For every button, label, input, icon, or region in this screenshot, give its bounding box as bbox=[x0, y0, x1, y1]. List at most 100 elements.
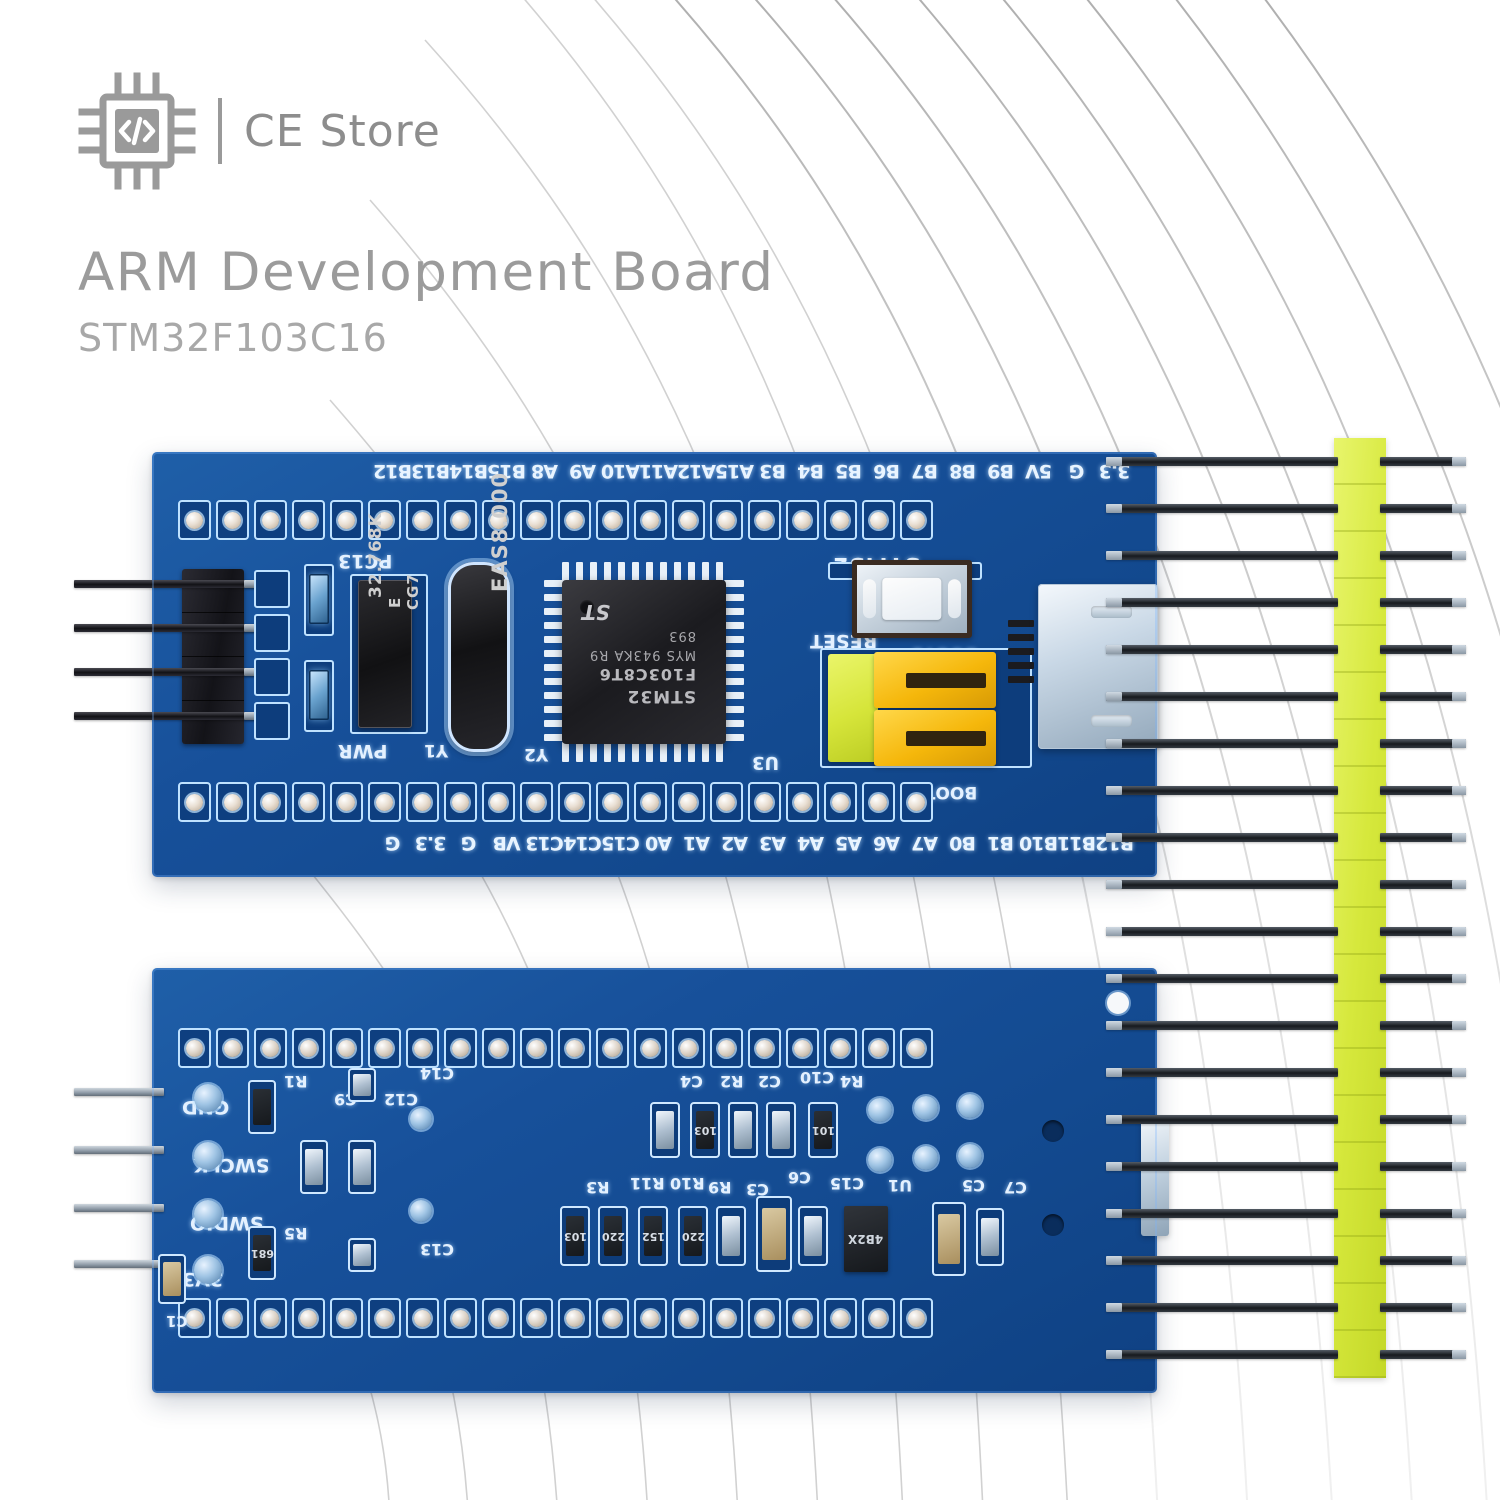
pin-pad[interactable] bbox=[634, 1298, 667, 1338]
pin-pad[interactable] bbox=[862, 782, 895, 822]
pin-pad[interactable] bbox=[482, 782, 515, 822]
pin-pad[interactable] bbox=[634, 1028, 667, 1068]
pin-pad[interactable] bbox=[444, 1298, 477, 1338]
pad-hole bbox=[490, 1309, 507, 1327]
micro-usb-port[interactable] bbox=[1038, 584, 1158, 749]
pin-pad[interactable] bbox=[406, 500, 439, 540]
pin-pad[interactable] bbox=[786, 1298, 819, 1338]
pin-pad[interactable] bbox=[520, 1028, 553, 1068]
pin-pad[interactable] bbox=[786, 500, 819, 540]
header-pin-long bbox=[1106, 833, 1338, 842]
pin-pad[interactable] bbox=[216, 782, 249, 822]
pad-hole bbox=[338, 511, 355, 529]
pin-pad[interactable] bbox=[482, 500, 515, 540]
pin-pad[interactable] bbox=[292, 782, 325, 822]
page-title: ARM Development Board bbox=[78, 242, 775, 303]
pin-pad[interactable] bbox=[178, 500, 211, 540]
pin-pad[interactable] bbox=[292, 1298, 325, 1338]
pin-pad[interactable] bbox=[520, 782, 553, 822]
swd-pad-1 bbox=[254, 570, 290, 608]
reset-button[interactable] bbox=[852, 560, 972, 638]
pin-pad[interactable] bbox=[596, 1298, 629, 1338]
pin-pad[interactable] bbox=[482, 1028, 515, 1068]
pin-pad[interactable] bbox=[254, 500, 287, 540]
pin-pad[interactable] bbox=[330, 500, 363, 540]
pin-pad[interactable] bbox=[824, 1028, 857, 1068]
pin-pad[interactable] bbox=[406, 782, 439, 822]
back-top-pad-row[interactable] bbox=[178, 1028, 938, 1068]
pin-pad[interactable] bbox=[596, 1028, 629, 1068]
pin-pad[interactable] bbox=[672, 1298, 705, 1338]
back-bottom-pad-row[interactable] bbox=[178, 1298, 938, 1338]
pin-pad[interactable] bbox=[254, 1298, 287, 1338]
pin-pad[interactable] bbox=[406, 1298, 439, 1338]
pin-pad[interactable] bbox=[824, 1298, 857, 1338]
pin-pad[interactable] bbox=[444, 500, 477, 540]
pin-pad[interactable] bbox=[862, 1298, 895, 1338]
pin-pad[interactable] bbox=[824, 782, 857, 822]
pin-pad[interactable] bbox=[786, 1028, 819, 1068]
pin-pad[interactable] bbox=[406, 1028, 439, 1068]
pin-pad[interactable] bbox=[444, 1028, 477, 1068]
pin-pad[interactable] bbox=[216, 1298, 249, 1338]
boot0-jumper[interactable] bbox=[874, 710, 996, 766]
pin-pad[interactable] bbox=[520, 500, 553, 540]
pin-pad[interactable] bbox=[330, 1028, 363, 1068]
stm32-board-back[interactable]: GND SWCLK SWDIO 3V3 C1 R1 681 R5 C9 C12 … bbox=[74, 968, 1169, 1393]
pin-pad[interactable] bbox=[786, 782, 819, 822]
pin-pad[interactable] bbox=[178, 1298, 211, 1338]
pin-pad[interactable] bbox=[900, 1298, 933, 1338]
front-bottom-pad-row[interactable] bbox=[178, 782, 938, 822]
header-pin-short bbox=[1380, 880, 1466, 889]
pin-pad[interactable] bbox=[710, 782, 743, 822]
pin-pad[interactable] bbox=[900, 1028, 933, 1068]
pin-pad[interactable] bbox=[634, 500, 667, 540]
pin-pad[interactable] bbox=[558, 1028, 591, 1068]
pin-pad[interactable] bbox=[900, 500, 933, 540]
pin-pad[interactable] bbox=[748, 1298, 781, 1338]
pin-pad[interactable] bbox=[216, 1028, 249, 1068]
pin-pad[interactable] bbox=[368, 1028, 401, 1068]
pin-pad[interactable] bbox=[292, 1028, 325, 1068]
pin-pad[interactable] bbox=[558, 1298, 591, 1338]
pin-pad[interactable] bbox=[596, 500, 629, 540]
pin-pad[interactable] bbox=[368, 500, 401, 540]
pin-pad[interactable] bbox=[710, 500, 743, 540]
boot-jumper-lime[interactable] bbox=[828, 654, 878, 762]
header-pin-long bbox=[1106, 880, 1338, 889]
pin-pad[interactable] bbox=[292, 500, 325, 540]
pin-pad[interactable] bbox=[748, 1028, 781, 1068]
pin-pad[interactable] bbox=[178, 1028, 211, 1068]
pin-pad[interactable] bbox=[444, 782, 477, 822]
pin-pad[interactable] bbox=[748, 500, 781, 540]
pin-pad[interactable] bbox=[824, 500, 857, 540]
pin-pad[interactable] bbox=[710, 1298, 743, 1338]
pin-pad[interactable] bbox=[596, 782, 629, 822]
pin-pad[interactable] bbox=[520, 1298, 553, 1338]
pin-pad[interactable] bbox=[178, 782, 211, 822]
front-top-pad-row[interactable] bbox=[178, 500, 938, 540]
pin-pad[interactable] bbox=[368, 1298, 401, 1338]
pin-pad[interactable] bbox=[862, 500, 895, 540]
pin-pad[interactable] bbox=[900, 782, 933, 822]
pin-pad[interactable] bbox=[330, 782, 363, 822]
pad-hole bbox=[414, 1039, 431, 1057]
pin-pad[interactable] bbox=[216, 500, 249, 540]
pin-pad[interactable] bbox=[254, 1028, 287, 1068]
pin-pad[interactable] bbox=[862, 1028, 895, 1068]
boot1-jumper[interactable] bbox=[874, 652, 996, 708]
pin-pad[interactable] bbox=[672, 1028, 705, 1068]
pin-pad[interactable] bbox=[672, 782, 705, 822]
pin-pad[interactable] bbox=[634, 782, 667, 822]
pin-pad[interactable] bbox=[368, 782, 401, 822]
pin-pad[interactable] bbox=[558, 500, 591, 540]
pin-pad[interactable] bbox=[558, 782, 591, 822]
pin-pad[interactable] bbox=[672, 500, 705, 540]
male-pin-header-strip[interactable] bbox=[1106, 438, 1466, 1378]
pin-pad[interactable] bbox=[482, 1298, 515, 1338]
pin-pad[interactable] bbox=[254, 782, 287, 822]
pin-pad[interactable] bbox=[330, 1298, 363, 1338]
pin-pad[interactable] bbox=[710, 1028, 743, 1068]
pin-pad[interactable] bbox=[748, 782, 781, 822]
